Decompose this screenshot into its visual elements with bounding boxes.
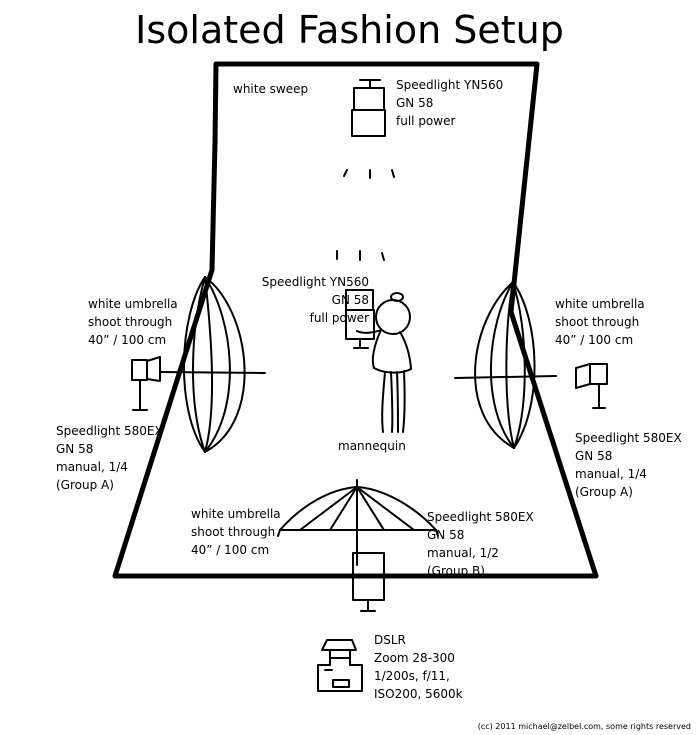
left-flash-power: manual, 1/4 xyxy=(56,460,128,474)
left-flash-model: Speedlight 580EX xyxy=(56,424,163,438)
camera-model: DSLR xyxy=(374,633,406,647)
camera-exposure: 1/200s, f/11, xyxy=(374,669,450,683)
rear-light-label: Speedlight YN560 GN 58 full power xyxy=(262,273,369,327)
right-flash-group: (Group A) xyxy=(575,485,633,499)
left-umbrella-type: white umbrella xyxy=(88,297,178,311)
right-umbrella-size: 40” / 100 cm xyxy=(555,333,634,347)
left-flash-group: (Group A) xyxy=(56,478,114,492)
camera-lens: Zoom 28-300 xyxy=(374,651,455,665)
camera-label: DSLR Zoom 28-300 1/200s, f/11, ISO200, 5… xyxy=(374,631,463,703)
top-light-power: full power xyxy=(396,114,456,128)
left-umbrella-mode: shoot through xyxy=(88,315,173,329)
left-umbrella-icon xyxy=(159,276,266,453)
right-umbrella-mode: shoot through xyxy=(555,315,640,329)
rear-speedlight-icon xyxy=(336,250,385,349)
top-light-gn: GN 58 xyxy=(396,96,434,110)
right-umbrella-label: white umbrella shoot through 40” / 100 c… xyxy=(555,295,645,349)
mannequin-icon xyxy=(356,292,412,433)
top-light-label: Speedlight YN560 GN 58 full power xyxy=(396,76,503,130)
rear-light-power: full power xyxy=(309,311,369,325)
right-flash-label: Speedlight 580EX GN 58 manual, 1/4 (Grou… xyxy=(575,429,682,501)
left-flash-label: Speedlight 580EX GN 58 manual, 1/4 (Grou… xyxy=(56,422,163,494)
top-speedlight-icon xyxy=(343,79,395,179)
front-umbrella-icon xyxy=(277,479,439,566)
front-flash-model: Speedlight 580EX xyxy=(427,510,534,524)
mannequin-label: mannequin xyxy=(338,439,406,453)
left-flash-gn: GN 58 xyxy=(56,442,94,456)
left-umbrella-size: 40” / 100 cm xyxy=(88,333,167,347)
right-umbrella-type: white umbrella xyxy=(555,297,645,311)
front-umbrella-mode: shoot through xyxy=(191,525,276,539)
front-flash-label: Speedlight 580EX GN 58 manual, 1/2 (Grou… xyxy=(427,508,534,580)
right-flash-power: manual, 1/4 xyxy=(575,467,647,481)
page-title: Isolated Fashion Setup xyxy=(135,8,564,52)
camera-iso: ISO200, 5600k xyxy=(374,687,463,701)
front-flash-gn: GN 58 xyxy=(427,528,465,542)
front-umbrella-label: white umbrella shoot through 40” / 100 c… xyxy=(191,505,281,559)
right-flash-gn: GN 58 xyxy=(575,449,613,463)
rear-light-gn: GN 58 xyxy=(331,293,369,307)
copyright-credit: (cc) 2011 michael@zelbel.com, some right… xyxy=(477,722,691,731)
left-umbrella-label: white umbrella shoot through 40” / 100 c… xyxy=(88,295,178,349)
left-speedlight-icon xyxy=(131,356,161,411)
front-flash-power: manual, 1/2 xyxy=(427,546,499,560)
right-flash-model: Speedlight 580EX xyxy=(575,431,682,445)
right-umbrella-icon xyxy=(454,281,557,449)
top-light-model: Speedlight YN560 xyxy=(396,78,504,92)
sweep-label: white sweep xyxy=(233,82,309,96)
front-umbrella-type: white umbrella xyxy=(191,507,281,521)
front-speedlight-icon xyxy=(352,552,385,612)
right-speedlight-icon xyxy=(575,363,608,409)
front-flash-group: (Group B) xyxy=(427,564,485,578)
front-umbrella-size: 40” / 100 cm xyxy=(191,543,270,557)
camera-icon xyxy=(317,639,363,692)
rear-light-model: Speedlight YN560 xyxy=(261,275,369,289)
